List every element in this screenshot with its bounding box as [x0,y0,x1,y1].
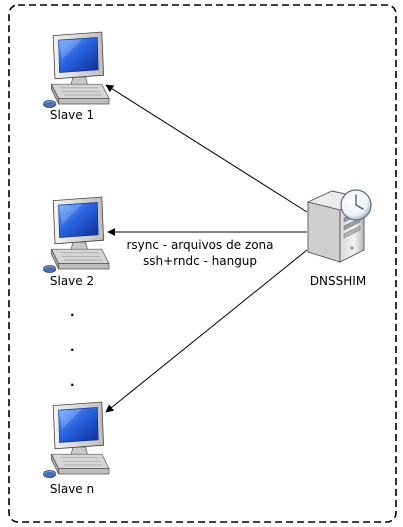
ellipsis-dot: . [70,340,75,354]
slave-1-label: Slave 1 [49,108,95,122]
slave-n-label: Slave n [49,482,95,496]
arrow-to-slave-n [105,249,308,413]
ellipsis-dot: . [70,305,75,319]
ellipsis-dot: . [70,375,75,389]
computer-icon [42,196,110,274]
edge-label-ssh: ssh+rndc - hangup [142,254,258,268]
edge-label-rsync: rsync - arquivos de zona [126,238,274,252]
slave-2-label: Slave 2 [49,274,95,288]
server-icon [306,189,372,263]
arrow-to-slave-1 [105,84,308,213]
computer-icon [42,401,110,479]
computer-icon [42,31,110,109]
dashed-boundary [8,4,397,523]
server-label: DNSSHIM [309,274,367,288]
